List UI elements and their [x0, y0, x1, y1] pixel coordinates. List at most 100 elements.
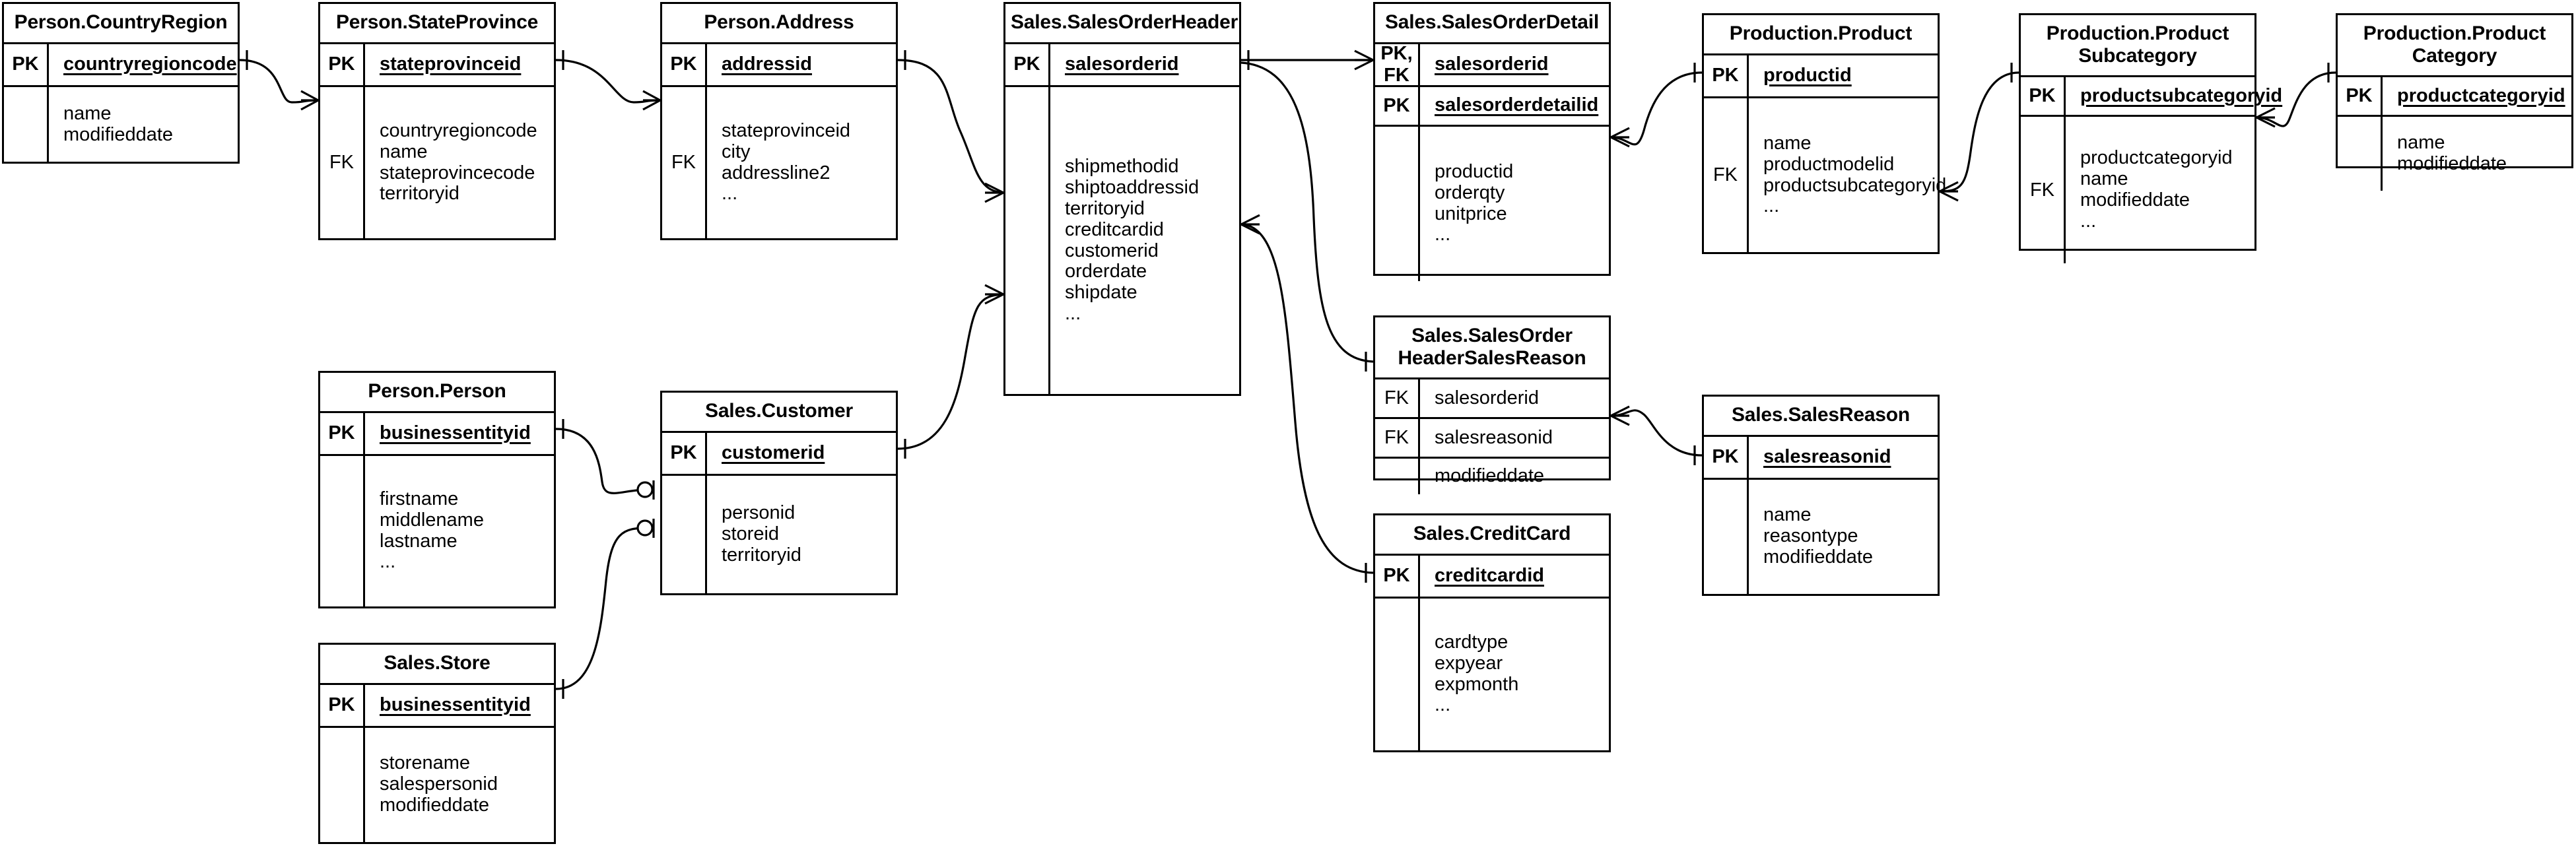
key-badge: FK: [1375, 379, 1420, 418]
attribute-list: productcategoryid: [2383, 77, 2571, 115]
entity-title-line: Production.Product: [2046, 22, 2229, 44]
attribute-field: salespersonid: [380, 773, 498, 795]
key-badge: PK: [320, 44, 365, 85]
attribute-group: PK addressid: [662, 44, 896, 87]
attribute-list: modifieddate: [1420, 459, 1609, 494]
key-badge: PK: [1005, 44, 1050, 85]
attribute-field: expyear: [1435, 652, 1503, 674]
entity-title: Person.StateProvince: [320, 4, 554, 44]
key-badge-line: FK: [1384, 387, 1409, 409]
key-badge: PK,FK: [1375, 43, 1420, 86]
key-badge: FK: [1704, 98, 1749, 253]
attribute-field: territoryid: [1065, 197, 1145, 219]
attribute-primary-key: addressid: [722, 53, 812, 75]
attribute-field: territoryid: [722, 544, 801, 566]
key-badge: FK: [2021, 117, 2066, 264]
attribute-list: countryregioncode: [49, 44, 238, 85]
attribute-field: personid: [722, 502, 796, 523]
key-badge-line: PK: [328, 694, 355, 716]
attribute-field: shipdate: [1065, 282, 1137, 304]
attribute-primary-key: stateprovinceid: [380, 53, 522, 75]
attribute-primary-key: salesorderid: [1065, 53, 1179, 75]
key-badge-line: PK: [670, 53, 697, 75]
entity-title: Sales.SalesReason: [1704, 397, 1938, 437]
attribute-list: salesorderdetailid: [1420, 87, 1609, 125]
entity-title-line: Sales.SalesOrder: [1411, 325, 1573, 346]
attribute-field: stateprovincecode: [380, 162, 535, 183]
attribute-field: salesreasonid: [1435, 426, 1553, 448]
entity-title-line: Person.Person: [368, 380, 506, 402]
attribute-field: orderqty: [1435, 181, 1505, 203]
attribute-primary-key: countryregioncode: [63, 53, 237, 75]
key-badge: PK: [1375, 555, 1420, 597]
connector-customer-salesorderheader: [897, 284, 1004, 459]
key-badge: FK: [1375, 419, 1420, 457]
attribute-field: modifieddate: [1763, 546, 1874, 568]
attribute-field: countryregioncode: [380, 119, 537, 141]
key-badge: [1375, 459, 1420, 495]
key-badge: PK: [320, 684, 365, 726]
attribute-list: salesorderid: [1420, 379, 1609, 417]
entity-title: Sales.SalesOrderDetail: [1375, 4, 1609, 44]
connector-countryregion-stateprovince: [239, 50, 319, 111]
entity-title: Person.Person: [320, 373, 554, 413]
connector-creditcard-salesorderheader: [1240, 214, 1374, 583]
key-badge: FK: [320, 86, 365, 239]
attribute-field: stateprovinceid: [722, 119, 851, 141]
attribute-field: name: [2397, 132, 2445, 154]
attribute-field: creditcardid: [1065, 218, 1164, 240]
entity-title: Sales.Customer: [662, 393, 896, 433]
key-badge-line: PK: [2346, 85, 2373, 107]
connector-address-salesorderheader: [897, 50, 1004, 203]
key-badge-line: PK: [328, 53, 355, 75]
attribute-field: ...: [1763, 195, 1780, 217]
key-badge: PK: [1704, 55, 1749, 96]
attribute-field: name: [380, 141, 428, 162]
attribute-field: productmodelid: [1763, 153, 1895, 175]
entity-title-line: Sales.SalesOrderDetail: [1384, 11, 1600, 33]
key-badge: [4, 86, 49, 162]
key-badge: [1005, 86, 1050, 395]
key-badge-line: FK: [2029, 179, 2055, 201]
attribute-list: salesreasonid: [1420, 419, 1609, 457]
key-badge-line: PK: [1712, 446, 1739, 468]
key-badge-line: PK: [328, 422, 355, 444]
key-badge: FK: [662, 86, 707, 239]
